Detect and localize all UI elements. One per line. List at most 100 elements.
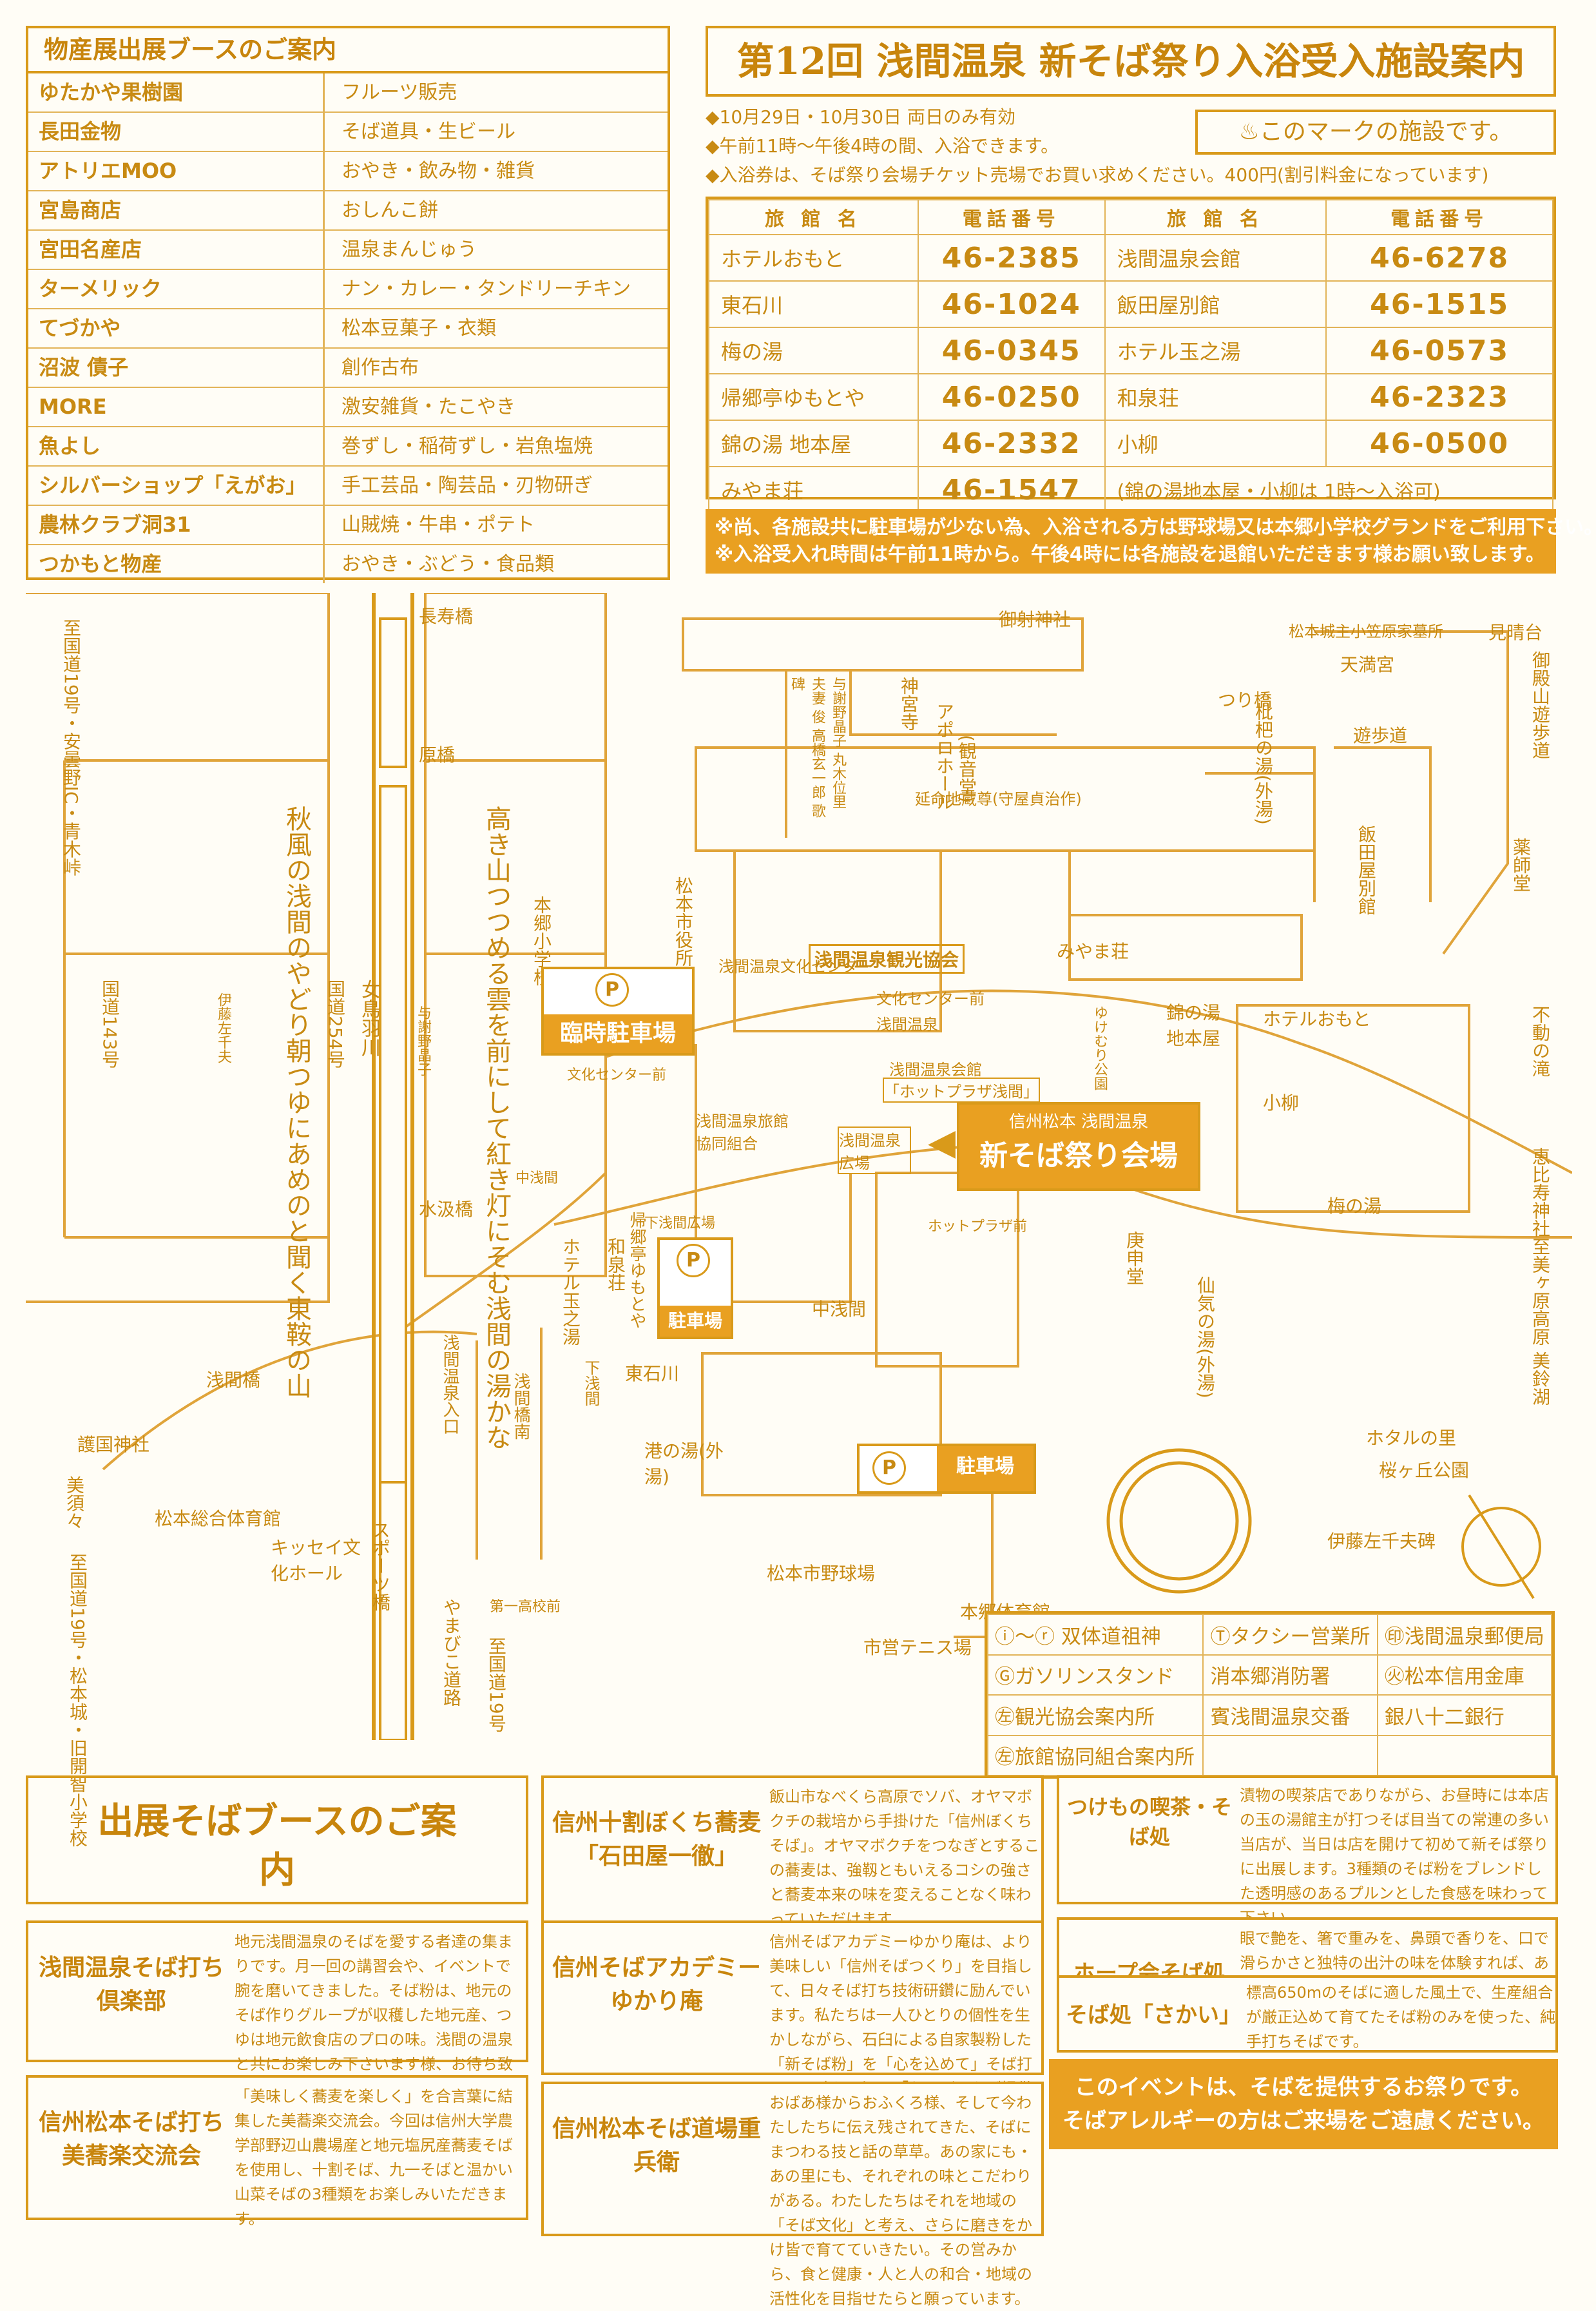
booth-name: 魚よし [28,427,325,465]
col-name-left: 旅 館 名 [708,199,919,235]
fac-name: 浅間温泉会館 [1104,234,1327,282]
label-minato: 港の湯(外湯) [644,1440,724,1487]
fac-name: 錦の湯 地本屋 [708,420,919,467]
booth-row: ゆたかや果樹園フルーツ販売 [28,73,668,113]
booth-table: 物産展出展ブースのご案内 ゆたかや果樹園フルーツ販売長田金物そば道具・生ビールア… [26,26,670,583]
label-mitakadai: 見晴台 [1488,622,1543,643]
booth-item: そば道具・生ビール [341,121,515,143]
booth-name: そば処「さかい」 [1066,2002,1241,2028]
fac-name: 和泉荘 [1104,373,1327,421]
booth-name: てづかや [28,309,325,347]
booth-item: おしんこ餅 [341,199,438,222]
onsen-mark-legend: ♨このマークの施設です。 [1195,110,1556,155]
booth-title: 物産展出展ブースのご案内 [28,28,668,73]
venue-title: 新そば祭り会場 [979,1139,1178,1172]
label-ebisu: 恵比寿神社 [1530,1147,1551,1237]
label-izumiso: 和泉荘 [605,1237,626,1291]
col-name-right: 旅 館 名 [1104,199,1327,235]
label-hotaru: ホタルの里 [1366,1427,1457,1449]
soba-booth-4: 信州そばアカデミーゆかり庵 信州そばアカデミーゆかり庵は、より美味しい「信州そば… [541,1920,1044,2122]
notice-line-2: ※入浴受入れ時間は午前11時から。午後4時には各施設を退館いただきます様お願い致… [715,543,1545,566]
facility-note-2: ◆午前11時〜午後4時の間、入浴できます。 [706,135,1059,157]
fac-tel: 46-1547 [917,466,1106,514]
fac-name: 東石川 [708,280,919,328]
fac-name: 帰郷亭ゆもとや [708,373,919,421]
parking-icon: P [677,1244,710,1277]
booth-desc: 漬物の喫茶店でありながら、お昼時には本店の玉の湯館主が打つそば目当ての常連の多い… [1240,1786,1549,1927]
label-shimoasama-2: 下浅間 [582,1360,600,1406]
label-hachiman: 御射神社 [999,609,1072,630]
label-asamabashi-2: 浅間橋南 [511,1373,530,1440]
label-yamabiko: やまびこ道路 [441,1598,462,1707]
label-route143: 国道143号 [99,980,120,1068]
legend-item: ⓘ〜ⓡ 双体道祖神 [986,1614,1204,1656]
booth-name: 宮島商店 [28,191,325,229]
booth-row: 宮島商店おしんこ餅 [28,191,668,231]
label-ogasawara: 松本城主小笠原家墓所 [1289,623,1443,641]
facility-note-1: ◆10月29日・10月30日 両日のみ有効 [706,106,1015,128]
label-tsuribashi: つり橋 [1218,690,1273,711]
fac-tel: 46-1515 [1325,280,1553,328]
legend-item: 消本郷消防署 [1202,1654,1378,1696]
label-sogotai: 松本総合体育館 [155,1508,282,1529]
legend-item: ㊧旅館協同組合案内所 [986,1734,1204,1776]
booth-name: 信州松本そば道場重兵衛 [552,2116,761,2176]
booth-name: 信州そばアカデミーゆかり庵 [552,1955,761,2015]
booth-name: シルバーショップ「えがお」 [28,467,325,505]
label-ryokan: 浅間温泉旅館協同組合 [696,1112,789,1153]
label-apollo: アポロホール [934,702,955,811]
notice-line-1: ※尚、各施設共に駐車場が少ない為、入浴される方は野球場又は本郷小学校グランドをご… [715,516,1596,539]
soba-booth-2: 信州松本そば打ち美蕎楽交流会 「美味しく蕎麦を楽しく」を合言葉に結集した美蕎楽交… [26,2075,528,2228]
legend-item: ㊞浅間温泉郵便局 [1376,1614,1553,1656]
parking-icon: P [872,1451,906,1485]
booth-name: つけもの喫茶・そば処 [1066,1795,1232,1849]
booth-name: MORE [28,388,325,426]
parking-temp: P 臨時駐車場 [541,967,695,1056]
label-koyanagi: 小柳 [1263,1092,1300,1114]
label-nakaasama: 中浅間 [812,1299,867,1320]
label-omoto: ホテルおもと [1263,1009,1371,1030]
booth-name: 信州十割ぼくち蕎麦「石田屋一徹」 [552,1810,761,1870]
parking-1: P 駐車場 [657,1237,733,1339]
facility-notice-bar: ※尚、各施設共に駐車場が少ない為、入浴される方は野球場又は本郷小学校グランドをご… [706,509,1596,574]
label-senki: 仙気の湯(外湯) [1195,1276,1216,1398]
legend-item: 賓浅間温泉交番 [1202,1694,1378,1736]
label-koshindo: 庚申堂 [1124,1231,1145,1285]
booth-row: 沼波 債子創作古布 [28,349,668,388]
booth-desc: 「美味しく蕎麦を楽しく」を合言葉に結集した美蕎楽交流会。今回は信州大学農学部野辺… [235,2087,513,2228]
label-route19c: 至国道19号・松本城・旧開智小学校 [67,1553,88,1847]
label-tenmangu: 天満宮 [1340,654,1395,675]
booth-item: おやき・飲み物・雑貨 [341,160,535,182]
parking-1-label: 駐車場 [660,1306,731,1337]
soba-title-box: 出展そばブースのご案内 [26,1775,528,1904]
poem-2-author: 与謝野晶子 [415,1005,431,1076]
booth-row: つかもと物産おやき・ぶどう・食品類 [28,545,668,583]
parking-2-label: 駐車場 [937,1446,1034,1491]
parking-2: P 駐車場 [857,1444,1036,1494]
fac-tel: 46-0573 [1325,327,1553,374]
legend-row: Ⓖガソリンスタンド消本郷消防署㊋松本信用金庫 [986,1654,1553,1696]
fac-name: 小柳 [1104,420,1327,467]
label-higashi: 東石川 [625,1363,680,1384]
booth-desc: おばあ様からおふくろ様、そして今わたしたちに伝え残されてきた、そばにまつわる技と… [769,2094,1032,2308]
booth-row: 宮田名産店温泉まんじゅう [28,231,668,270]
fac-name: みやま荘 [708,466,919,514]
label-nishiki: 錦の湯 地本屋 [1166,1002,1221,1049]
booth-item: 手工芸品・陶芸品・刃物研ぎ [341,474,593,497]
label-asamabashi: 浅間橋 [206,1369,261,1391]
venue-sub: 信州松本 浅間温泉 [1008,1112,1149,1132]
booth-row: てづかや松本豆菓子・衣類 [28,309,668,349]
booth-name: 宮田名産店 [28,231,325,269]
booth-row: 魚よし巻ずし・稲荷ずし・岩魚塩焼 [28,427,668,467]
booth-item: 創作古布 [341,356,419,379]
fac-tel: 46-0345 [917,327,1106,374]
fac-name: 飯田屋別館 [1104,280,1327,328]
label-onna: 女鳥羽川 [358,980,380,1057]
label-nakaasama-2: 中浅間 [515,1170,559,1186]
booth-name: 浅間温泉そば打ち倶楽部 [38,1955,224,2015]
label-route19: 至国道19号・安曇野IC・青木峠 [61,619,82,876]
booth-name: ゆたかや果樹園 [28,73,325,111]
